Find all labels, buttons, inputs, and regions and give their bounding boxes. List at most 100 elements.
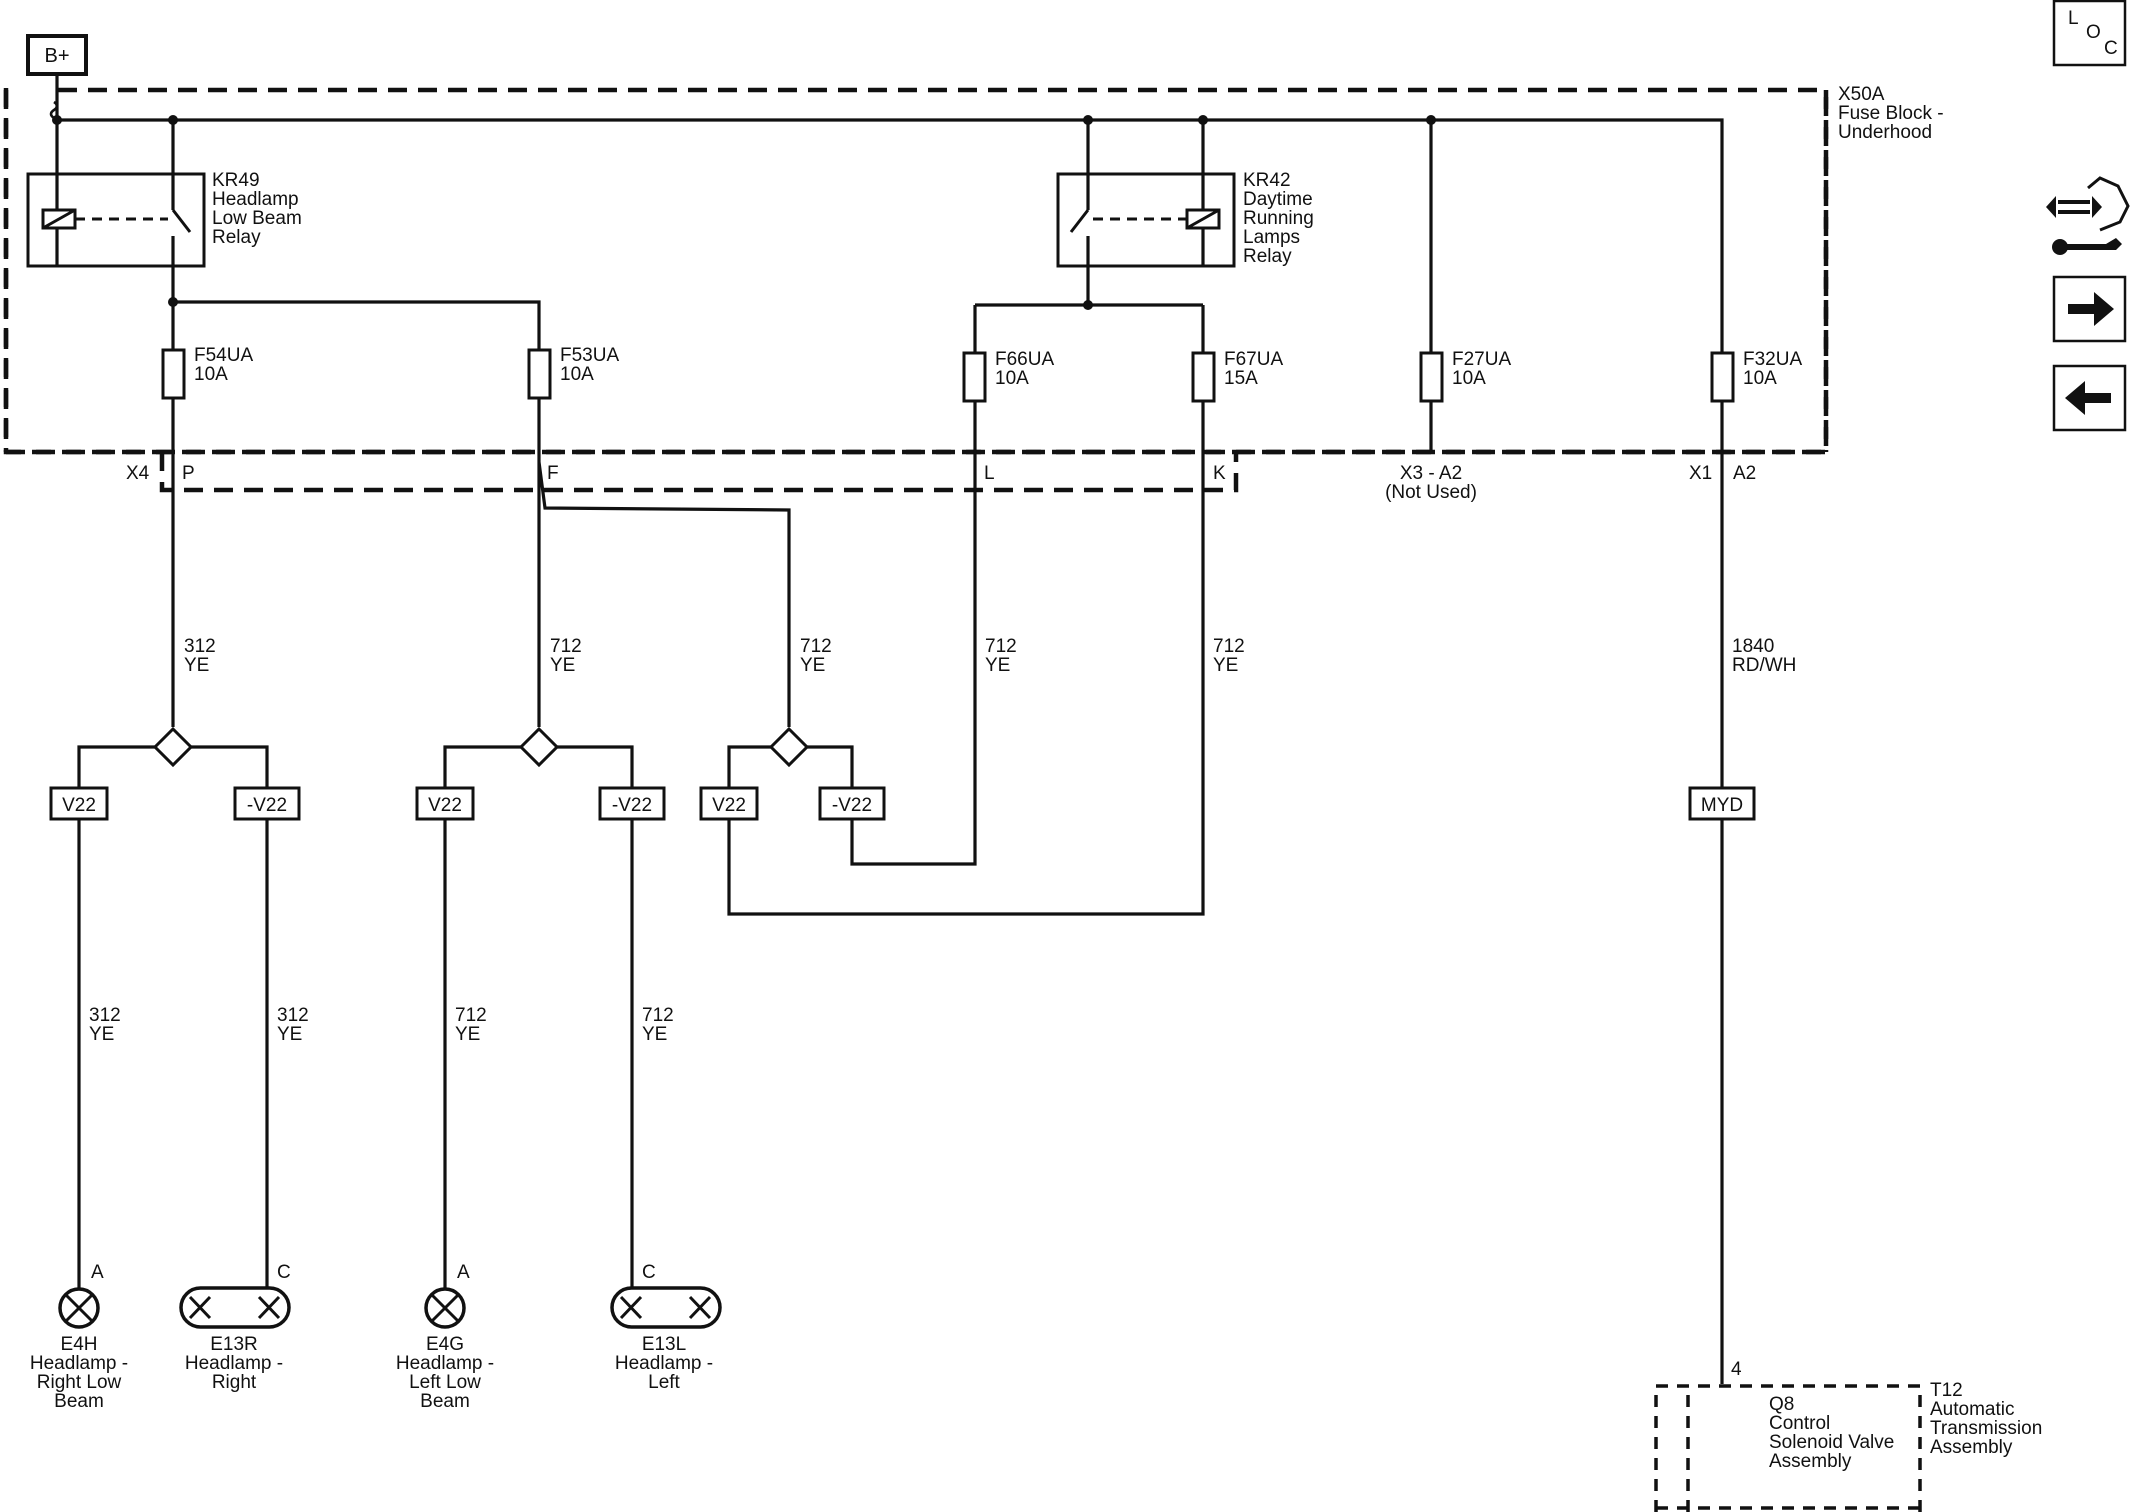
connector-x4: X4 [126, 463, 150, 484]
connector-x3: X3 - A2 [1400, 463, 1462, 484]
connector-tool-icon[interactable] [2046, 176, 2130, 255]
relay-kr42 [1056, 120, 1236, 302]
tcm-outer-dashed [1654, 1384, 1922, 1512]
option-v22-3 [699, 786, 759, 821]
fuse-block-outline [3, 85, 1829, 455]
fuse-f53ua-rating: 10A [560, 364, 594, 385]
kr49-output-bus [173, 300, 541, 350]
tcm-outer-1: T12 [1930, 1380, 1963, 1401]
svg-text:C: C [2104, 38, 2118, 59]
wire-label-8-circuit: 312 [277, 1005, 309, 1026]
fuse-f67ua-rating: 15A [1224, 368, 1258, 389]
relay-kr42-label-3: Running [1243, 208, 1314, 229]
wire-f67-output [727, 401, 1205, 916]
tcm-pin: 4 [1731, 1359, 1742, 1380]
lamp-e4h-name-4: Beam [54, 1391, 104, 1412]
connector-pin-k: K [1213, 463, 1226, 484]
fuse-f66ua-name: F66UA [995, 349, 1054, 370]
tcm-inner-2: Control [1769, 1413, 1830, 1434]
fuse-f27ua-rating: 10A [1452, 368, 1486, 389]
lamp-e4h-name-2: Headlamp - [30, 1353, 128, 1374]
wire-label-2-color: YE [550, 655, 575, 676]
kr49-output-junction [168, 297, 178, 307]
x4-connector-dashed [159, 452, 1239, 493]
tcm-outer-4: Assembly [1930, 1437, 2013, 1458]
fuse-f53ua [527, 348, 552, 400]
wire-label-1-circuit: 312 [184, 636, 216, 657]
fuse-block-label-3: Underhood [1838, 122, 1932, 143]
wire-label-6-color: RD/WH [1732, 655, 1796, 676]
kr42-output-junction [1083, 300, 1093, 310]
option-nv22-3 [818, 786, 886, 821]
lamp-e13l-pin: C [642, 1262, 656, 1283]
fuse-f66ua [962, 351, 987, 403]
fuse-f53ua-name: F53UA [560, 345, 619, 366]
arrow-left-button[interactable] [2052, 364, 2127, 432]
fuse-f54ua-rating: 10A [194, 364, 228, 385]
relay-kr42-label-2: Daytime [1243, 189, 1313, 210]
wire-label-3-color: YE [800, 655, 825, 676]
option-splice-1 [77, 726, 269, 789]
lamp-e4g-name-4: Beam [420, 1391, 470, 1412]
lamp-e4h-name-1: E4H [61, 1334, 98, 1355]
tcm-inner-1: Q8 [1769, 1394, 1794, 1415]
wire-label-1-color: YE [184, 655, 209, 676]
option-v22-2-label: V22 [428, 795, 462, 816]
wire-label-10-color: YE [642, 1024, 667, 1045]
lamp-e4h-pin: A [91, 1262, 104, 1283]
wire-f53-output [537, 398, 791, 727]
connector-pin-f: F [547, 463, 559, 484]
wire-label-9-color: YE [455, 1024, 480, 1045]
connector-pin-a2: A2 [1733, 463, 1756, 484]
fuse-block-label-2: Fuse Block - [1838, 103, 1944, 124]
lamp-e4g-name-1: E4G [426, 1334, 464, 1355]
fuse-f32ua-rating: 10A [1743, 368, 1777, 389]
wire-label-7-color: YE [89, 1024, 114, 1045]
option-nv22-2-label: -V22 [612, 795, 652, 816]
wire-label-2-circuit: 712 [550, 636, 582, 657]
svg-text:L: L [2068, 8, 2079, 29]
lamp-e4g-icon [424, 1287, 466, 1329]
relay-kr49-label-4: Relay [212, 227, 261, 248]
fuse-f66ua-rating: 10A [995, 368, 1029, 389]
lamp-e13l-name-3: Left [648, 1372, 680, 1393]
battery-positive-label: B+ [44, 45, 69, 67]
lamp-e4h-name-3: Right Low [37, 1372, 122, 1393]
option-splice-3 [727, 726, 854, 789]
fuse-f27ua [1419, 351, 1444, 403]
option-nv22-2 [598, 786, 666, 821]
option-myd-label: MYD [1701, 795, 1743, 816]
lamp-e13r-pin: C [277, 1262, 291, 1283]
lamp-e13l-icon [610, 1286, 722, 1329]
loc-button[interactable]: L O C [2052, 0, 2127, 67]
wire-label-10-circuit: 712 [642, 1005, 674, 1026]
lamp-e13r-name-1: E13R [210, 1334, 258, 1355]
option-splice-2 [443, 726, 634, 789]
relay-kr49-label-3: Low Beam [212, 208, 302, 229]
fuse-f32ua [1710, 351, 1735, 403]
fuse-f67ua [1191, 351, 1216, 403]
option-v22-1 [49, 786, 109, 821]
lamp-e13r-name-3: Right [212, 1372, 257, 1393]
option-nv22-1-label: -V22 [247, 795, 287, 816]
relay-kr49-label-2: Headlamp [212, 189, 299, 210]
connector-not-used: (Not Used) [1385, 482, 1477, 503]
lamp-e4g-name-2: Headlamp - [396, 1353, 494, 1374]
option-nv22-3-label: -V22 [832, 795, 872, 816]
wire-label-3-circuit: 712 [800, 636, 832, 657]
tcm-outer-2: Automatic [1930, 1399, 2014, 1420]
tcm-inner-dashed [1656, 1386, 1920, 1512]
tcm-inner-4: Assembly [1769, 1451, 1852, 1472]
lamp-e13l-name-2: Headlamp - [615, 1353, 713, 1374]
tcm-inner-3: Solenoid Valve [1769, 1432, 1894, 1453]
fuse-block-label: X50A [1838, 84, 1885, 105]
lamp-e4g-name-3: Left Low [409, 1372, 481, 1393]
connector-x1: X1 [1689, 463, 1712, 484]
wire-label-9-circuit: 712 [455, 1005, 487, 1026]
lamp-e4h-icon [58, 1287, 100, 1329]
arrow-right-button[interactable] [2052, 275, 2127, 343]
fuse-f54ua [161, 348, 186, 400]
arrow-left-icon [2065, 381, 2111, 415]
relay-kr42-label-1: KR42 [1243, 170, 1291, 191]
